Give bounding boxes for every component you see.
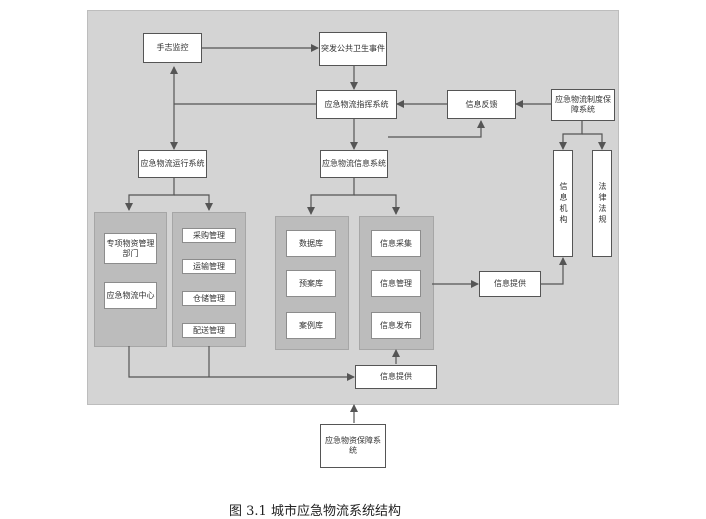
node-guarantee-system: 应急物流制度保障系统	[551, 89, 615, 121]
node-info-publish: 信息发布	[371, 312, 421, 339]
node-case-library: 案例库	[286, 312, 336, 339]
node-plan-library: 预案库	[286, 270, 336, 297]
node-operation-system: 应急物流运行系统	[138, 150, 207, 178]
node-laws-regulations: 法律法规	[592, 150, 612, 257]
node-command-system: 应急物流指挥系统	[316, 90, 397, 119]
node-procurement: 采购管理	[182, 228, 236, 243]
operation-branch	[125, 178, 175, 211]
node-info-system: 应急物流信息系统	[320, 150, 388, 178]
node-info-manage: 信息管理	[371, 270, 421, 297]
node-database: 数据库	[286, 230, 336, 257]
node-info-agency: 信息机构	[553, 150, 573, 257]
node-storage: 仓储管理	[182, 291, 236, 306]
node-dept-special: 专项物资管理部门	[104, 233, 157, 264]
node-warehouse-monitor: 手志监控	[143, 33, 202, 63]
node-distribution: 配送管理	[182, 323, 236, 338]
arrow-provide-to-agency	[541, 257, 567, 285]
node-info-provide-right: 信息提供	[479, 271, 541, 297]
guarantee-branch	[559, 121, 583, 150]
operation-branch-2	[174, 194, 213, 211]
node-material-guarantee: 应急物资保障系统	[320, 424, 386, 468]
guarantee-branch-2	[582, 133, 606, 150]
figure-caption: 图 3.1 城市应急物流系统结构	[229, 504, 401, 519]
node-info-feedback: 信息反馈	[447, 90, 516, 119]
info-system-branch-2	[354, 194, 400, 215]
arrow-info-system-to-feedback	[388, 120, 485, 138]
node-info-collect: 信息采集	[371, 230, 421, 257]
arrow-ops-to-bottom-provide	[128, 346, 355, 381]
node-public-health-event: 突发公共卫生事件	[319, 32, 387, 66]
node-transport: 运输管理	[182, 259, 236, 274]
node-info-provide-bottom: 信息提供	[355, 365, 437, 389]
info-system-branch	[307, 178, 355, 215]
node-logistics-center: 应急物流中心	[104, 282, 157, 309]
